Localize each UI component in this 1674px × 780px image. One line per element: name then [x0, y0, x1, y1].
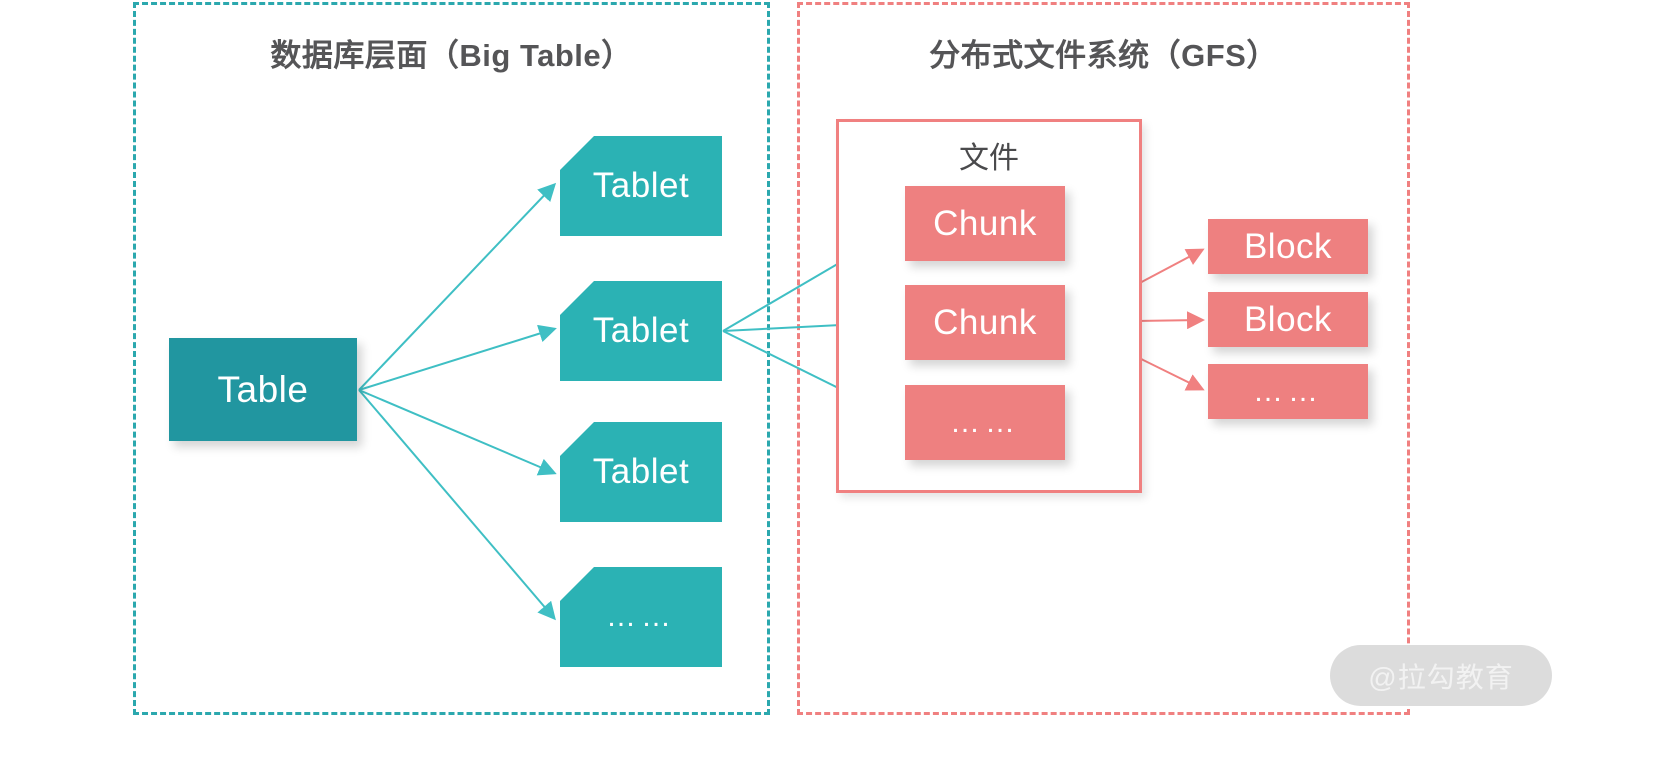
node-block-1[interactable]: Block [1208, 219, 1368, 274]
node-block-ellipsis[interactable]: …… [1208, 364, 1368, 419]
region-gfs-title: 分布式文件系统（GFS） [929, 38, 1278, 73]
node-tablet-ellipsis[interactable]: …… [560, 567, 722, 667]
watermark: @拉勾教育 [1330, 645, 1552, 706]
node-table[interactable]: Table [169, 338, 357, 441]
node-tablet-1[interactable]: Tablet [560, 136, 722, 236]
node-chunk-2[interactable]: Chunk [905, 285, 1065, 360]
node-tablet-2[interactable]: Tablet [560, 281, 722, 381]
node-tablet-3[interactable]: Tablet [560, 422, 722, 522]
node-chunk-1[interactable]: Chunk [905, 186, 1065, 261]
node-chunk-ellipsis[interactable]: …… [905, 385, 1065, 460]
node-block-2[interactable]: Block [1208, 292, 1368, 347]
file-container-label: 文件 [959, 142, 1019, 175]
region-bigtable-title: 数据库层面（Big Table） [270, 38, 633, 73]
